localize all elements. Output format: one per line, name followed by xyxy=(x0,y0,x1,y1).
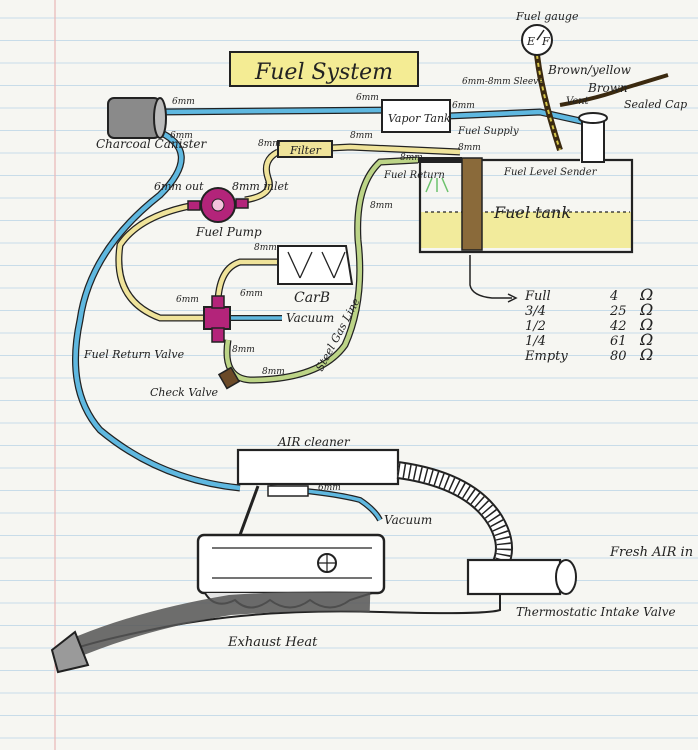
hose-canister-aircleaner xyxy=(73,127,241,491)
sender-table-level: Full xyxy=(524,289,551,304)
label-vapor-tank: Vapor Tank xyxy=(388,112,451,125)
label-fuel-gauge: Fuel gauge xyxy=(515,10,579,23)
label-6mm-out: 6mm out xyxy=(154,180,204,193)
fuel-filter xyxy=(277,140,333,158)
size-label: 6mm xyxy=(356,93,379,103)
label-fuel-supply: Fuel Supply xyxy=(457,126,519,137)
label-sleeve: 6mm-8mm Sleeve xyxy=(462,77,544,87)
label-thermostatic: Thermostatic Intake Valve xyxy=(516,605,676,619)
size-label: 6mm xyxy=(240,289,263,299)
fuel-tank xyxy=(418,112,634,254)
size-label: 8mm xyxy=(350,131,373,141)
sender-table-ohms: 61 xyxy=(610,334,627,349)
sender-table-level: 1/2 xyxy=(525,319,546,334)
label-steel-gas-line: Steel Gas Line xyxy=(313,295,363,373)
sender-table-ohms: 42 xyxy=(609,319,627,334)
hose-canister-vapor xyxy=(157,107,391,115)
filler-neck xyxy=(581,117,605,163)
label-air-cleaner: AIR cleaner xyxy=(277,435,351,449)
label-exhaust-heat: Exhaust Heat xyxy=(227,635,318,650)
label-brown: Brown xyxy=(587,81,628,95)
fuel-level-sender xyxy=(461,157,483,251)
label-fuel-tank: Fuel tank xyxy=(493,203,571,222)
diagram-title: Fuel System xyxy=(254,60,393,85)
title-box: Fuel System xyxy=(229,51,419,87)
sender-table-ohms: 4 xyxy=(609,289,618,304)
charcoal-canister xyxy=(107,97,167,139)
label-vent: Vent xyxy=(566,96,590,107)
label-sealed-cap: Sealed Cap xyxy=(624,98,687,111)
size-label: 6mm xyxy=(172,97,195,107)
sender-table-ohms: 80 xyxy=(610,349,627,364)
size-label: 8mm xyxy=(262,367,285,377)
label-vacuum: Vacuum xyxy=(286,311,334,325)
thermostatic-intake-valve xyxy=(466,558,577,596)
sealed-cap xyxy=(578,112,608,124)
size-label: 8mm xyxy=(458,143,481,153)
steel-gas-line xyxy=(224,157,419,383)
label-check-valve: Check Valve xyxy=(150,386,219,399)
vapor-tank xyxy=(381,99,451,133)
sender-table-level: 3/4 xyxy=(525,304,546,319)
sender-table-unit: Ω xyxy=(639,285,653,304)
exhaust-pipe xyxy=(50,591,501,674)
label-vacuum-2: Vacuum xyxy=(384,513,432,527)
size-label: 8mm xyxy=(232,345,255,355)
hose-vapor-tank xyxy=(447,109,586,125)
sender-table-unit: Ω xyxy=(639,330,653,349)
label-carb: CarB xyxy=(294,290,330,306)
hose-pump-tee xyxy=(116,202,205,321)
carburetor xyxy=(277,245,354,285)
label-gauge-f: F xyxy=(541,35,550,48)
label-fuel-return-valve: Fuel Return Valve xyxy=(83,348,185,361)
sender-table-ohms: 25 xyxy=(609,304,627,319)
hose-tee-carb xyxy=(215,259,278,301)
intake-snorkel xyxy=(397,463,511,569)
size-label: 6mm xyxy=(176,295,199,305)
sender-table-unit: Ω xyxy=(639,345,653,364)
label-fresh-air: Fresh AIR in xyxy=(609,545,693,560)
fuel-return-valve xyxy=(203,295,231,343)
fuel-gauge xyxy=(521,24,553,56)
sender-table-level: 1/4 xyxy=(525,334,546,349)
brown-wire xyxy=(559,73,669,107)
fuel-pump xyxy=(187,187,249,223)
sender-table-unit: Ω xyxy=(639,300,653,319)
label-fuel-level-sender: Fuel Level Sender xyxy=(503,167,598,178)
size-label: 6mm xyxy=(170,131,193,141)
label-fuel-pump: Fuel Pump xyxy=(195,225,262,239)
size-label: 6mm xyxy=(452,101,475,111)
size-label: 8mm xyxy=(254,243,277,253)
hose-tank-filter xyxy=(329,144,461,155)
size-label: 8mm xyxy=(258,139,281,149)
hose-filter-pump xyxy=(244,149,280,203)
label-filter: Filter xyxy=(289,144,322,157)
label-8mm-inlet: 8mm inlet xyxy=(232,180,289,193)
sender-table-level: Empty xyxy=(524,349,568,364)
label-brown-yellow: Brown/yellow xyxy=(547,63,632,77)
sender-table-unit: Ω xyxy=(639,315,653,334)
label-gauge-e: E xyxy=(526,35,535,48)
label-charcoal: Charcoal Canister xyxy=(96,137,208,151)
size-label: 6mm xyxy=(318,483,341,493)
size-label: 8mm xyxy=(370,201,393,211)
air-cleaner xyxy=(236,448,400,536)
check-valve xyxy=(217,366,241,390)
label-fuel-return: Fuel Return xyxy=(383,170,445,181)
size-label: 8mm xyxy=(400,153,423,163)
